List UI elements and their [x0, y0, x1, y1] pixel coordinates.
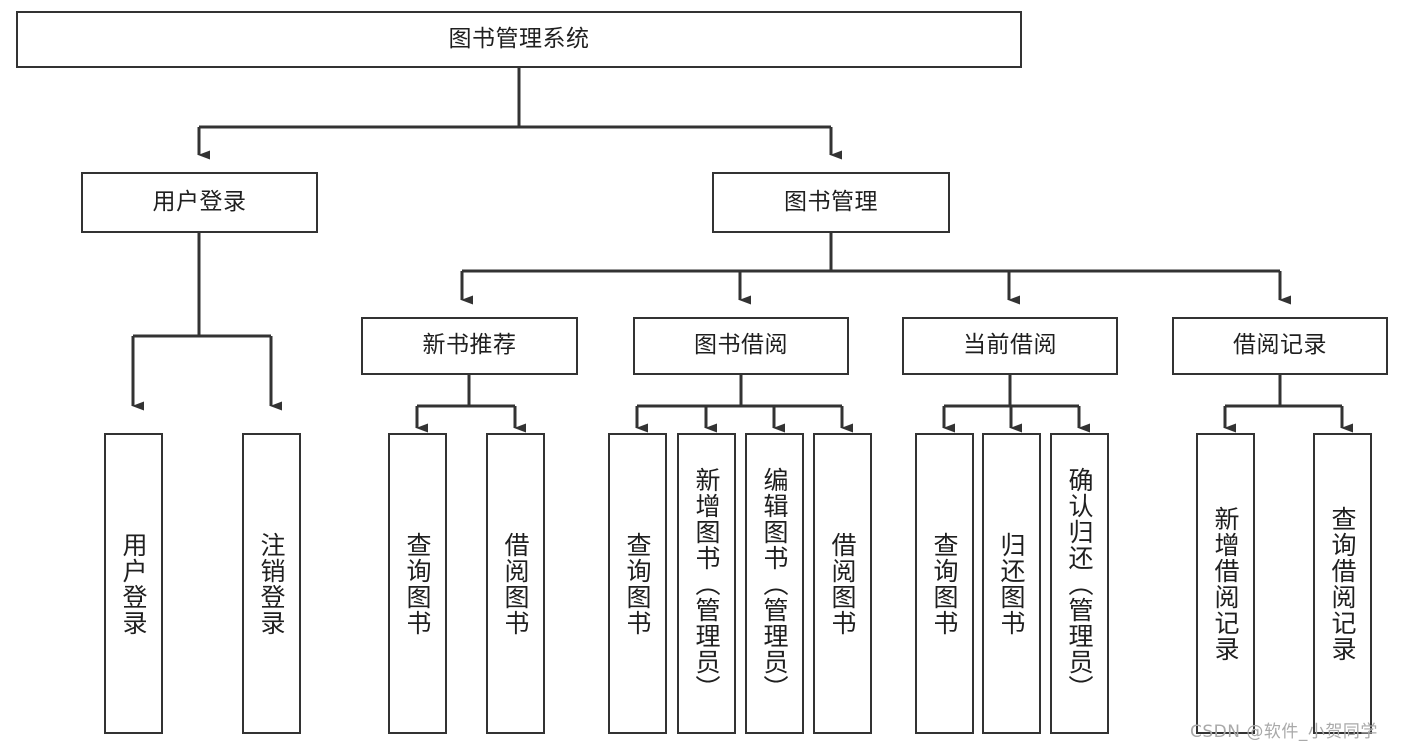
leaf-user-login-logout[interactable]: 注销登录	[242, 433, 301, 734]
leaf-borrow-borrow-book[interactable]: 借阅图书	[813, 433, 872, 734]
leaf-record-add-label: 新增借阅记录	[1211, 505, 1240, 662]
leaf-record-query-label: 查询借阅记录	[1328, 505, 1357, 662]
node-book-management-label: 图书管理	[784, 188, 878, 215]
leaf-borrow-query-book-label: 查询图书	[623, 531, 652, 636]
csdn-watermark: CSDN @软件_小贺同学	[1190, 722, 1378, 742]
leaf-current-confirm-return-label: 确认归还（管理员）	[1065, 466, 1094, 701]
leaf-borrow-add-book[interactable]: 新增图书（管理员）	[677, 433, 736, 734]
node-borrow-record-label: 借阅记录	[1233, 332, 1327, 359]
leaf-new-book-query-label: 查询图书	[403, 531, 432, 636]
leaf-current-return-book-label: 归还图书	[997, 531, 1026, 636]
leaf-user-login-login[interactable]: 用户登录	[104, 433, 163, 734]
node-root[interactable]: 图书管理系统	[16, 11, 1022, 68]
leaf-current-query-book[interactable]: 查询图书	[915, 433, 974, 734]
leaf-current-confirm-return[interactable]: 确认归还（管理员）	[1050, 433, 1109, 734]
leaf-borrow-edit-book[interactable]: 编辑图书（管理员）	[745, 433, 804, 734]
node-root-label: 图书管理系统	[448, 25, 590, 52]
leaf-new-book-query[interactable]: 查询图书	[388, 433, 447, 734]
leaf-new-book-borrow-label: 借阅图书	[501, 531, 530, 636]
leaf-record-query[interactable]: 查询借阅记录	[1313, 433, 1372, 734]
node-current-borrow-label: 当前借阅	[963, 332, 1057, 359]
leaf-user-login-logout-label: 注销登录	[257, 531, 286, 636]
node-book-management[interactable]: 图书管理	[712, 172, 950, 233]
node-new-book-recommend[interactable]: 新书推荐	[361, 317, 578, 375]
leaf-borrow-query-book[interactable]: 查询图书	[608, 433, 667, 734]
leaf-new-book-borrow[interactable]: 借阅图书	[486, 433, 545, 734]
leaf-borrow-add-book-label: 新增图书（管理员）	[692, 466, 721, 701]
leaf-borrow-edit-book-label: 编辑图书（管理员）	[760, 466, 789, 701]
leaf-current-query-book-label: 查询图书	[930, 531, 959, 636]
node-book-borrow-label: 图书借阅	[694, 332, 788, 359]
leaf-current-return-book[interactable]: 归还图书	[982, 433, 1041, 734]
leaf-record-add[interactable]: 新增借阅记录	[1196, 433, 1255, 734]
node-current-borrow[interactable]: 当前借阅	[902, 317, 1118, 375]
leaf-borrow-borrow-book-label: 借阅图书	[828, 531, 857, 636]
leaf-user-login-login-label: 用户登录	[119, 531, 148, 636]
node-borrow-record[interactable]: 借阅记录	[1172, 317, 1388, 375]
node-user-login-label: 用户登录	[152, 188, 247, 215]
node-user-login[interactable]: 用户登录	[81, 172, 318, 233]
node-new-book-recommend-label: 新书推荐	[422, 332, 517, 359]
node-book-borrow[interactable]: 图书借阅	[633, 317, 849, 375]
